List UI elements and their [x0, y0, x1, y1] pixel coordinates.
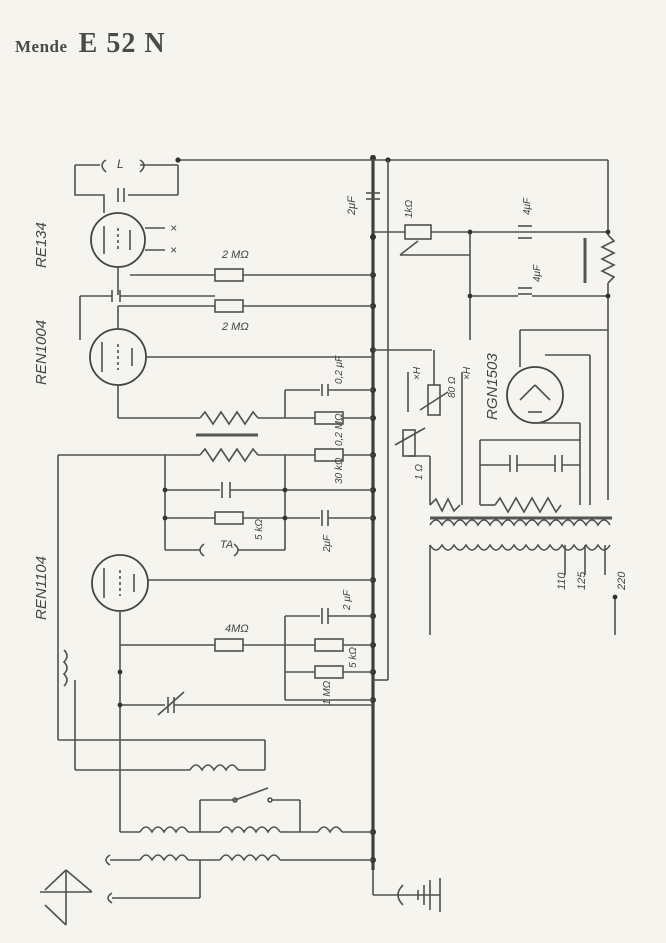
tube-rgn1503 [506, 366, 564, 424]
antenna-section [40, 787, 373, 926]
label-c-4uf-a: 4μF [522, 197, 533, 215]
label-L: L [117, 157, 124, 171]
label-r-1m: 1 MΩ [322, 680, 333, 705]
label-xh-a: ×H [412, 366, 423, 380]
svg-text:×: × [170, 243, 177, 257]
header: Mende E 52 N [15, 28, 166, 60]
svg-text:×: × [170, 221, 177, 235]
label-r-2m-b: 2 MΩ [221, 321, 249, 333]
model-name: E 52 N [78, 28, 166, 59]
label-r-1: 1 Ω [414, 464, 425, 480]
tube-label-rgn1503: RGN1503 [484, 353, 501, 420]
label-r-5k-a: 5 kΩ [254, 519, 265, 540]
label-r-2m-a: 2 MΩ [221, 249, 249, 261]
tube-label-ren1004: REN1004 [33, 320, 50, 385]
label-c-4uf-b: 4μF [532, 264, 543, 282]
tube-label-re134: RE134 [33, 222, 50, 268]
ren1004-stage: 2 MΩ 0,2 μF 0,2 MΩ [79, 296, 373, 446]
label-c-02uf: 0,2 μF [334, 355, 345, 384]
power-section: 2μF 1kΩ 4μF 4μF 80 Ω [346, 192, 628, 681]
label-r-4m: 4MΩ [225, 623, 249, 635]
label-xh-b: ×H [462, 366, 473, 380]
top-rail [175, 157, 609, 505]
label-v110: 110 [556, 572, 568, 590]
label-c-2uf-top: 2μF [346, 195, 358, 216]
label-ta: TA [220, 539, 233, 551]
label-v125: 125 [576, 571, 588, 590]
tone-network: 30 kΩ 5 kΩ 2μF TA [58, 447, 373, 557]
label-r-80: 80 Ω [447, 376, 458, 398]
brand-name: Mende [15, 37, 68, 56]
label-c-2uf-b: 2μF [322, 534, 333, 553]
main-bus [370, 155, 441, 912]
re134-stage: × × L 2 MΩ [74, 157, 373, 302]
label-c-2uf-c: 2 μF [342, 589, 353, 611]
label-r-5k-b: 5 kΩ [348, 647, 359, 668]
tube-label-ren1104: REN1104 [33, 556, 50, 620]
label-r-02m: 0,2 MΩ [334, 413, 345, 446]
ren1104-stage: 4MΩ 2 μF 5 kΩ 1 MΩ [57, 455, 373, 832]
label-r-30k: 30 kΩ [334, 457, 345, 484]
label-v220: 220 [616, 571, 628, 591]
label-pot-1k: 1kΩ [404, 199, 415, 218]
